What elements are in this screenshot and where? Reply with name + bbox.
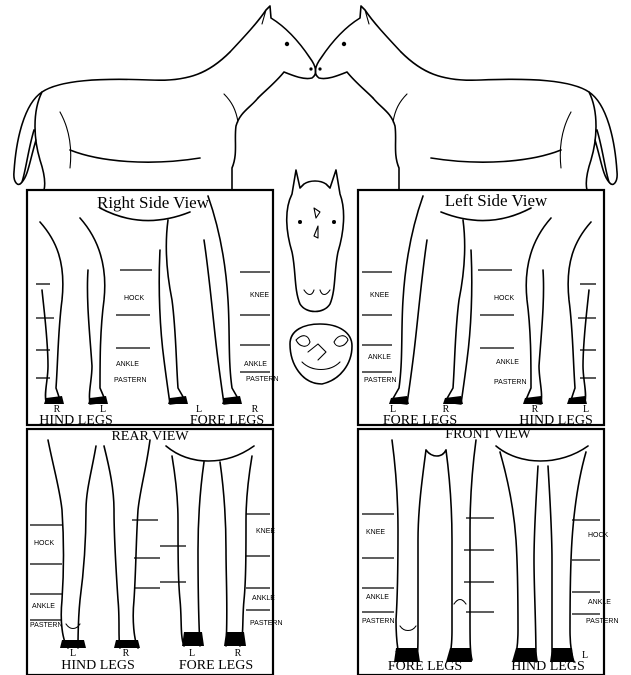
fore-leg-right [220,456,252,646]
hind-legs-caption: HIND LEGS [61,658,135,673]
pastern-fore-label: PASTERN [362,618,395,625]
pastern-fore-label: PASTERN [250,620,283,627]
pastern-fore-label: PASTERN [364,377,397,384]
panel-title: FRONT VIEW [445,427,531,442]
panel-title: Right Side View [97,193,210,212]
fore-leg-right [443,220,472,404]
ankle-hind-label: ANKLE [32,603,55,610]
left-side-view-frame [358,190,604,425]
height-marks [30,514,270,620]
knee-label: KNEE [250,292,269,299]
horse-outline-facing-right [14,6,316,190]
pastern-hind-label: PASTERN [586,618,619,625]
hind-legs-caption: HIND LEGS [511,659,585,674]
height-marks [362,270,596,378]
panel-title: Left Side View [445,191,548,210]
fore-legs-caption: FORE LEGS [179,658,253,673]
hind-leg-left [80,218,108,404]
fore-leg-left [159,220,188,404]
knee-label: KNEE [370,292,389,299]
horse-head-front-view [287,170,344,312]
pastern-hind-label: PASTERN [114,377,147,384]
right-side-view-frame [27,190,273,425]
ankle-fore-label: ANKLE [366,594,389,601]
fore-leg-right [204,196,242,404]
fore-leg-left [389,196,427,404]
fore-leg-left [446,440,476,662]
hind-leg-left [567,222,591,404]
hind-leg-right [523,218,551,404]
hock-label: HOCK [124,295,145,302]
hock-label: HOCK [494,295,515,302]
fore-legs-caption: FORE LEGS [388,659,462,674]
height-marks [36,270,270,378]
hind-leg-right [500,452,538,662]
fore-leg-left [172,456,204,646]
hind-leg-left [48,440,96,648]
front-view-panel: FRONT VIEW [362,427,619,674]
knee-label: KNEE [366,529,385,536]
left-side-view-panel: Left Side View [362,191,596,428]
pastern-hind-label: PASTERN [30,622,63,629]
hock-label: HOCK [34,540,55,547]
ankle-fore-label: ANKLE [368,354,391,361]
ankle-hind-label: ANKLE [116,361,139,368]
right-side-view-panel: Right Side View [36,193,279,428]
horse-outline-facing-left [315,6,617,190]
hock-label: HOCK [588,532,609,539]
ankle-hind-label: ANKLE [588,599,611,606]
fore-leg-right [392,440,426,662]
knee-label: KNEE [256,528,275,535]
fore-legs-caption: FORE LEGS [383,413,457,428]
pastern-fore-label: PASTERN [246,376,279,383]
pastern-hind-label: PASTERN [494,379,527,386]
fore-legs-caption: FORE LEGS [190,413,264,428]
hind-leg-right [104,440,150,648]
hind-legs-caption: HIND LEGS [39,413,113,428]
hind-leg-right [40,222,64,404]
rear-view-panel: REAR VIEW [30,429,283,673]
hind-legs-caption: HIND LEGS [519,413,593,428]
ankle-fore-label: ANKLE [252,595,275,602]
hind-leg-left [548,452,586,662]
ankle-fore-label: ANKLE [244,361,267,368]
ankle-hind-label: ANKLE [496,359,519,366]
horse-muzzle-underside-view [290,324,352,384]
